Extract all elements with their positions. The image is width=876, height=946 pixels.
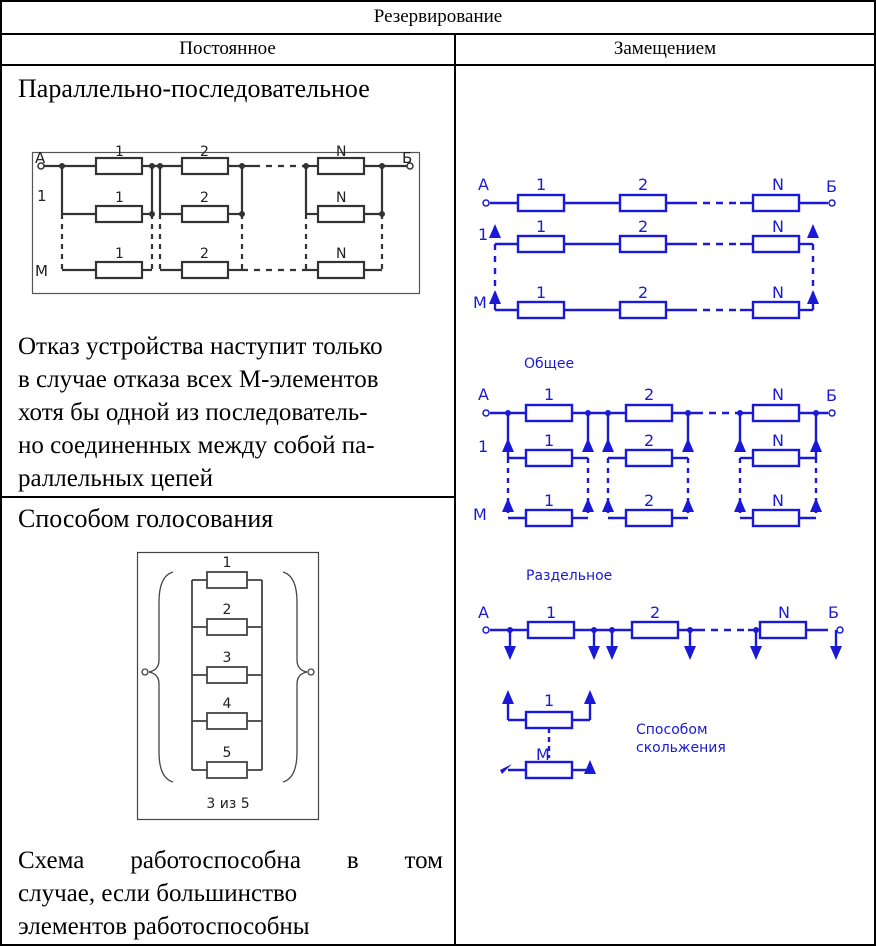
vote-element-label: 5 — [223, 745, 232, 761]
header-divider — [0, 33, 876, 35]
description-line: случае, если большинство — [18, 880, 298, 907]
element-label: 1 — [115, 190, 124, 206]
element-label: N — [336, 246, 346, 262]
section-parallel-serial-title: Параллельно-последовательное — [18, 74, 370, 103]
table-title: Резервирование — [373, 6, 503, 27]
sliding-label-line2: скольжения — [636, 740, 726, 756]
table-border-left — [0, 0, 2, 946]
description-line: Схема работоспособна в том — [18, 847, 443, 874]
column-header-permanent: Постоянное — [179, 38, 276, 59]
parallel-serial-diagram: А Б 1 М 1 2 N 1 2 N 1 2 N — [31, 144, 421, 295]
element-label: 2 — [638, 283, 648, 302]
row-first-label: 1 — [478, 437, 488, 456]
element-label: 1 — [115, 144, 124, 160]
element-label: 1 — [546, 603, 556, 622]
element-label: 2 — [638, 217, 648, 236]
vote-caption: 3 из 5 — [206, 796, 249, 812]
element-label: 2 — [644, 491, 654, 510]
description-line: в случае отказа всех М-элементов — [18, 366, 379, 393]
table-border-top — [0, 0, 876, 2]
element-label: 1 — [115, 246, 124, 262]
element-label: N — [772, 175, 784, 194]
element-label: 2 — [644, 385, 654, 404]
table-border-right — [874, 0, 876, 946]
sliding-label-line1: Способом — [636, 722, 708, 738]
row-last-label: М — [473, 505, 487, 524]
section-voting-title: Способом голосования — [18, 504, 274, 533]
description-line: элементов работоспособны — [18, 913, 310, 940]
table-border-bottom — [0, 944, 876, 946]
element-label: 1 — [536, 283, 546, 302]
element-label: 2 — [200, 190, 209, 206]
section-parallel-serial-description: Отказ устройства наступит только в случа… — [18, 330, 443, 495]
element-label: N — [772, 431, 784, 450]
element-label: 2 — [200, 246, 209, 262]
element-label: N — [336, 190, 346, 206]
separate-label: Раздельное — [526, 568, 612, 584]
element-label: N — [772, 491, 784, 510]
column-divider — [454, 33, 456, 946]
left-section-divider — [0, 496, 455, 498]
node-a-label: А — [478, 175, 489, 194]
vote-element-label: 4 — [223, 696, 232, 712]
substitution-diagrams: А Б 1 М 1 2 N 1 2 N 1 2 N Общее — [473, 175, 844, 780]
row-first-label: 1 — [37, 187, 47, 205]
row-first-label: 1 — [478, 225, 488, 244]
element-label: 2 — [638, 175, 648, 194]
description-line: но соединенных между собой па- — [18, 432, 375, 459]
element-label: 1 — [544, 431, 554, 450]
description-line: Отказ устройства наступит только — [18, 333, 383, 360]
slide-element-label: М — [536, 745, 550, 764]
vote-element-label: 2 — [223, 602, 232, 618]
element-label: N — [772, 385, 784, 404]
subheader-divider — [0, 64, 876, 66]
vote-element-label: 1 — [223, 555, 232, 571]
row-last-label: М — [473, 293, 487, 312]
element-label: N — [778, 603, 790, 622]
element-label: N — [336, 144, 346, 160]
node-a-label: А — [35, 149, 46, 167]
description-line: хотя бы одной из последователь- — [18, 399, 368, 426]
element-label: N — [772, 283, 784, 302]
node-a-label: А — [478, 385, 489, 404]
voting-diagram: 1 2 3 4 5 3 из 5 — [136, 551, 320, 821]
node-b-label: Б — [826, 386, 837, 405]
node-a-label: А — [478, 603, 489, 622]
element-label: 2 — [644, 431, 654, 450]
element-label: 1 — [544, 491, 554, 510]
vote-element-label: 3 — [223, 650, 232, 666]
element-label: 1 — [544, 385, 554, 404]
element-label: 1 — [536, 217, 546, 236]
section-voting-description: Схема работоспособна в том случае, если … — [18, 844, 443, 943]
node-b-label: Б — [402, 149, 412, 167]
description-line: раллельных цепей — [18, 465, 213, 492]
general-label: Общее — [524, 356, 574, 372]
column-header-substitution: Замещением — [613, 38, 717, 59]
element-label: 2 — [650, 603, 660, 622]
node-b-label: Б — [828, 603, 839, 622]
element-label: 1 — [536, 175, 546, 194]
element-label: N — [772, 217, 784, 236]
element-label: 2 — [200, 144, 209, 160]
slide-element-label: 1 — [544, 691, 554, 710]
row-last-label: М — [35, 262, 48, 280]
node-b-label: Б — [826, 177, 837, 196]
